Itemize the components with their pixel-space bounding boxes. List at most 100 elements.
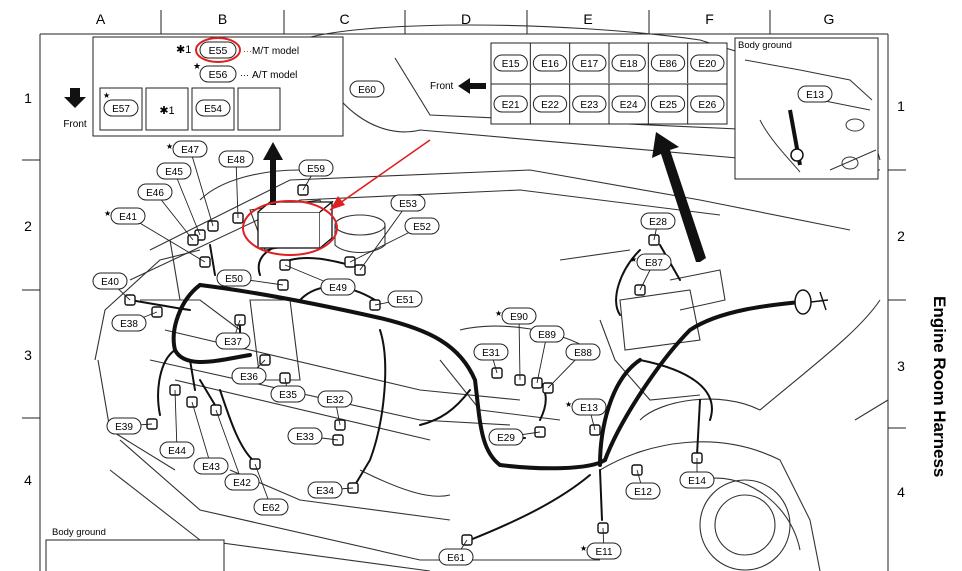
relay-slot bbox=[650, 54, 686, 72]
connector-plugs bbox=[124, 184, 829, 546]
relay-box-3-label: E54 bbox=[204, 104, 222, 115]
front-arrow-icon bbox=[64, 88, 86, 108]
connector-callout bbox=[307, 481, 343, 499]
grid-column-label: G bbox=[824, 11, 835, 27]
connector-id-label: E59 bbox=[307, 164, 325, 175]
connector-callout bbox=[156, 162, 192, 180]
star-marker: ★ bbox=[630, 255, 637, 264]
relay-slot-label: E24 bbox=[620, 100, 638, 111]
pointer-arrows bbox=[263, 132, 706, 262]
relay-slot bbox=[690, 95, 725, 113]
connector-id-label: E29 bbox=[497, 433, 515, 444]
connector-callout bbox=[159, 441, 195, 459]
connector-id-label: E43 bbox=[202, 462, 220, 473]
relay-box-highlight-ring bbox=[242, 200, 338, 256]
connector-callout bbox=[320, 278, 356, 296]
connector-id-label: E33 bbox=[296, 432, 314, 443]
star-marker: ★ bbox=[104, 209, 111, 218]
connector-id-label: E52 bbox=[413, 222, 431, 233]
svg-text:★: ★ bbox=[103, 91, 110, 100]
connector-callout bbox=[270, 385, 306, 403]
star-marker: ★ bbox=[166, 142, 173, 151]
connector-id-label: E40 bbox=[101, 277, 119, 288]
grid-row-label-right: 3 bbox=[897, 358, 905, 374]
grid-row-label-left: 4 bbox=[24, 472, 32, 488]
connector-callout bbox=[625, 482, 661, 500]
connector-callout bbox=[172, 140, 208, 158]
grid-column-label: E bbox=[583, 11, 592, 27]
relay-slot bbox=[532, 54, 568, 72]
relay-slot bbox=[532, 95, 568, 113]
grid-row-label-left: 2 bbox=[24, 218, 32, 234]
svg-text:···: ··· bbox=[243, 46, 252, 56]
connector-callout bbox=[390, 194, 426, 212]
connector-id-label: E51 bbox=[396, 295, 414, 306]
relay-slot-label: E15 bbox=[502, 59, 520, 70]
relay-slot bbox=[493, 54, 528, 72]
connector-id-label: E37 bbox=[224, 337, 242, 348]
grid-row-label-right: 2 bbox=[897, 228, 905, 244]
grid-column-label: A bbox=[96, 11, 106, 27]
connector-callout bbox=[636, 253, 672, 271]
connector-id-label: E39 bbox=[115, 422, 133, 433]
relay-slot-label: E20 bbox=[698, 59, 716, 70]
relay-slot-label: E16 bbox=[541, 59, 559, 70]
star-marker: ★ bbox=[580, 544, 587, 553]
connector-id-label: E35 bbox=[279, 390, 297, 401]
relay-slot-label: E21 bbox=[502, 100, 520, 111]
connector-callout bbox=[216, 269, 252, 287]
connector-callout bbox=[193, 457, 229, 475]
relay-slot bbox=[611, 95, 646, 113]
connector-callout bbox=[253, 498, 289, 516]
at-connector-ref: E56 bbox=[209, 69, 228, 81]
star1-mark: ✱1 bbox=[176, 44, 191, 56]
relay-slot-label: E22 bbox=[541, 100, 559, 111]
connector-id-label: E42 bbox=[233, 478, 251, 489]
connector-id-label: E28 bbox=[649, 217, 667, 228]
body-ground-inset-bottom: Body ground bbox=[45, 527, 225, 571]
connector-id-label: E44 bbox=[168, 446, 186, 457]
connector-callout bbox=[224, 473, 260, 491]
connector-id-label: E90 bbox=[510, 312, 528, 323]
grid-row-label-right: 4 bbox=[897, 484, 905, 500]
connector-callout bbox=[565, 343, 601, 361]
body-ground-ref: E13 bbox=[806, 90, 824, 101]
connector-id-label: E41 bbox=[119, 212, 137, 223]
grid-row-label-left: 1 bbox=[24, 90, 32, 106]
connector-id-label: E14 bbox=[688, 476, 706, 487]
grid-column-label: C bbox=[339, 11, 349, 27]
connector-id-label: E13 bbox=[580, 403, 598, 414]
connector-id-label: E36 bbox=[240, 372, 258, 383]
relay-slot-label: E23 bbox=[580, 100, 598, 111]
connector-id-label: E53 bbox=[399, 199, 417, 210]
connector-id-label: E32 bbox=[326, 395, 344, 406]
relay-slot bbox=[572, 54, 607, 72]
grid-column-label: B bbox=[218, 11, 227, 27]
connector-callout bbox=[586, 542, 622, 560]
relay-slot bbox=[690, 54, 725, 72]
connector-id-label: E48 bbox=[227, 155, 245, 166]
connector-callout bbox=[679, 471, 715, 489]
connector-callout bbox=[640, 212, 676, 230]
connector-id-label: E87 bbox=[645, 258, 663, 269]
connector-id-label: E89 bbox=[538, 330, 556, 341]
connector-id-label: E12 bbox=[634, 487, 652, 498]
connector-callout bbox=[218, 150, 254, 168]
relay-slot bbox=[493, 95, 528, 113]
connector-id-label: E46 bbox=[146, 188, 164, 199]
relay-slot bbox=[572, 95, 607, 113]
connector-id-label: E34 bbox=[316, 486, 334, 497]
grid-column-label: D bbox=[461, 11, 471, 27]
relay-slot-label: E17 bbox=[580, 59, 598, 70]
connector-id-label: E49 bbox=[329, 283, 347, 294]
grid-row-label-right: 1 bbox=[897, 98, 905, 114]
connector-callout bbox=[349, 80, 385, 98]
connector-callout bbox=[571, 398, 607, 416]
body-ground-inset-top: Body ground E13 bbox=[734, 37, 879, 180]
mt-model-label: M/T model bbox=[252, 46, 299, 57]
connector-callout bbox=[298, 159, 334, 177]
body-ground-top-label: Body ground bbox=[738, 40, 792, 51]
